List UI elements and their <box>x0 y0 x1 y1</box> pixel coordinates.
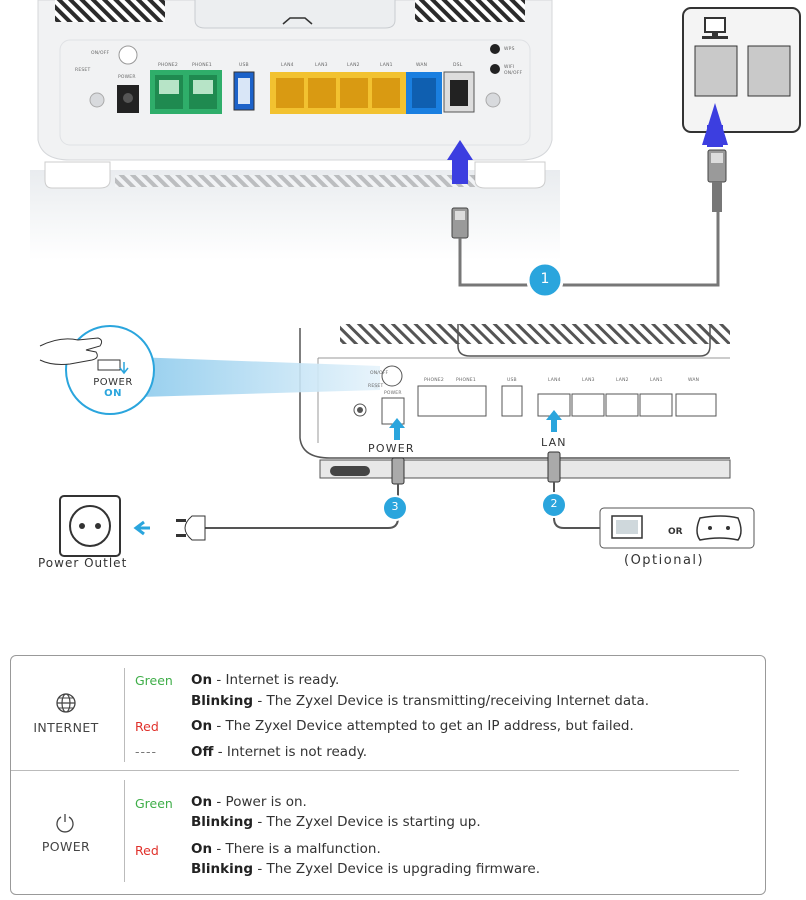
down-arrow-icon <box>119 362 129 375</box>
port-label-lan1: LAN1 <box>380 63 393 68</box>
router-top-illustration <box>30 0 801 287</box>
port-label-phone2-b: PHONE2 <box>424 378 444 383</box>
globe-icon <box>56 693 76 713</box>
led-color-green: Green <box>135 796 173 811</box>
step-3-badge <box>382 495 408 521</box>
led-desc: On - Power is on. <box>191 794 307 810</box>
led-name-power: POWER <box>41 839 91 854</box>
port-label-wps: WPS <box>504 47 515 52</box>
led-desc: Blinking - The Zyxel Device is starting … <box>191 814 481 830</box>
up-arrow-icon <box>447 140 473 160</box>
port-label-phone1: PHONE1 <box>192 63 212 68</box>
column-divider <box>124 668 125 762</box>
port-label-on-off-b: ON/OFF <box>370 371 389 376</box>
led-desc: Off - Internet is not ready. <box>191 744 368 760</box>
port-label-lan1-b: LAN1 <box>650 378 663 383</box>
router-bottom-illustration <box>39 324 755 557</box>
power-port-label: POWER <box>365 442 418 455</box>
led-desc: Blinking - The Zyxel Device is transmitt… <box>191 693 650 709</box>
led-status-table: INTERNET Green On - Internet is ready. B… <box>10 655 766 895</box>
port-label-power: POWER <box>118 75 136 80</box>
led-desc: On - The Zyxel Device attempted to get a… <box>191 718 634 734</box>
power-icon <box>56 814 74 833</box>
port-label-lan3-b: LAN3 <box>582 378 595 383</box>
port-label-wan-b: WAN <box>688 378 700 383</box>
left-arrow-icon <box>133 520 150 536</box>
port-label-lan4-b: LAN4 <box>548 378 561 383</box>
port-label-phone1-b: PHONE1 <box>456 378 476 383</box>
column-divider <box>124 780 125 882</box>
led-color-none: ---- <box>135 744 158 759</box>
led-desc: On - Internet is ready. <box>191 672 340 688</box>
switch-callout-power: POWER <box>93 377 133 388</box>
port-label-reset: RESET <box>75 68 91 73</box>
lan-port-label: LAN <box>538 436 570 449</box>
step-1-number: 1 <box>540 271 550 287</box>
step-2-badge <box>541 492 567 518</box>
port-label-power-b: POWER <box>384 391 402 396</box>
or-label: OR <box>668 527 683 537</box>
optional-label: (Optional) <box>624 553 705 568</box>
port-label-dsl: DSL <box>453 63 463 68</box>
step-2-number: 2 <box>550 497 558 510</box>
port-label-lan3: LAN3 <box>315 63 328 68</box>
row-divider <box>11 770 739 771</box>
led-desc: Blinking - The Zyxel Device is upgrading… <box>191 861 540 877</box>
led-color-green: Green <box>135 673 173 688</box>
port-label-usb-b: USB <box>507 378 517 383</box>
led-name-internet: INTERNET <box>33 720 99 735</box>
step-3-number: 3 <box>391 500 399 513</box>
port-label-lan2: LAN2 <box>347 63 360 68</box>
power-outlet-label: Power Outlet <box>38 556 128 570</box>
port-label-lan4: LAN4 <box>281 63 294 68</box>
port-label-wifi: WIFI <box>504 65 515 70</box>
switch-callout-on: ON <box>104 388 122 399</box>
led-color-red: Red <box>135 843 159 858</box>
port-label-phone2: PHONE2 <box>158 63 178 68</box>
port-label-wifi-onoff: ON/OFF <box>504 71 523 76</box>
port-label-reset-b: RESET <box>368 384 384 389</box>
led-color-red: Red <box>135 719 159 734</box>
port-label-wan: WAN <box>416 63 428 68</box>
port-label-lan2-b: LAN2 <box>616 378 629 383</box>
port-label-on-off: ON/OFF <box>91 51 110 56</box>
step-1-badge <box>527 262 563 298</box>
port-label-usb: USB <box>239 63 249 68</box>
led-desc: On - There is a malfunction. <box>191 841 381 857</box>
